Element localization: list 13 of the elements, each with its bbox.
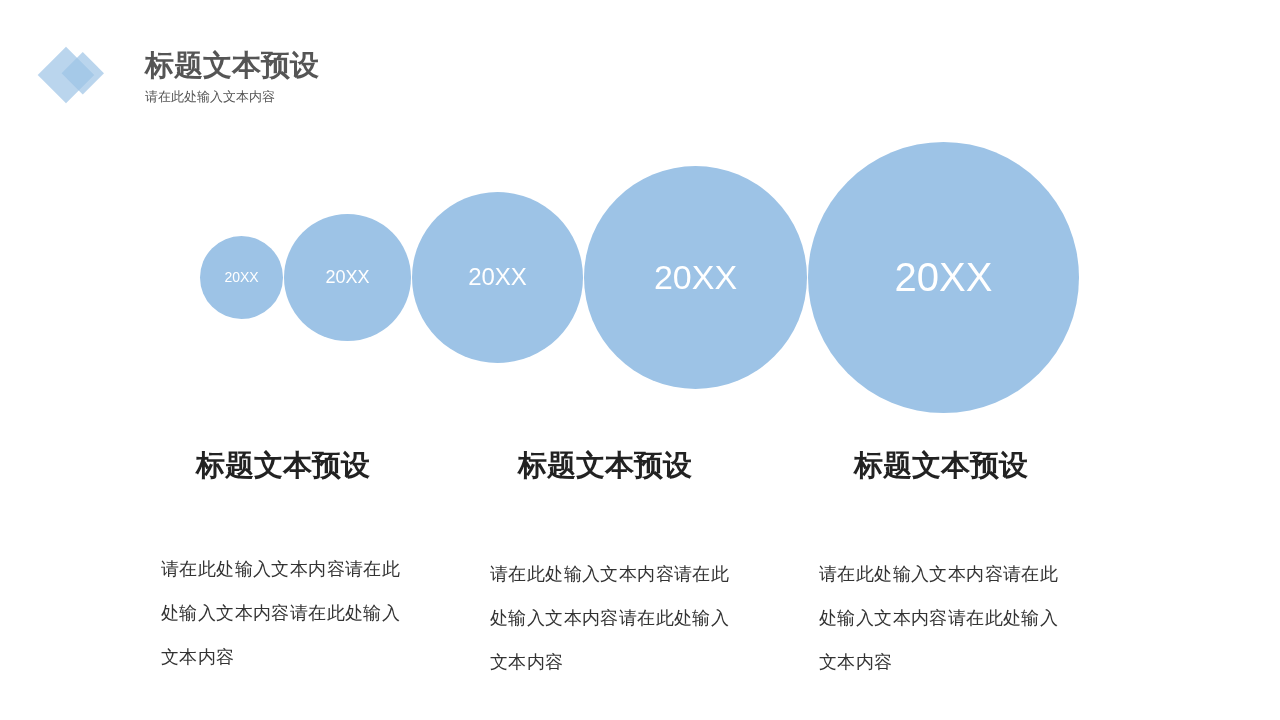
slide-title: 标题文本预设 [145, 47, 319, 84]
section-heading: 标题文本预设 [196, 447, 370, 484]
subtitle: 请在此处输入文本内容 [145, 88, 275, 106]
section-heading: 标题文本预设 [854, 447, 1028, 484]
year-label: 20XX [468, 263, 527, 291]
year-label: 20XX [894, 254, 993, 300]
year-label: 20XX [224, 269, 259, 285]
body-text: 请在此处输入文本内容请在此处输入文本内容请在此处输入文本内容 [490, 562, 731, 674]
section-heading: 标题文本预设 [518, 447, 692, 484]
year-label: 20XX [325, 266, 370, 288]
body-text: 请在此处输入文本内容请在此处输入文本内容请在此处输入文本内容 [161, 557, 402, 669]
year-label: 20XX [653, 257, 738, 297]
body-text: 请在此处输入文本内容请在此处输入文本内容请在此处输入文本内容 [819, 562, 1060, 674]
